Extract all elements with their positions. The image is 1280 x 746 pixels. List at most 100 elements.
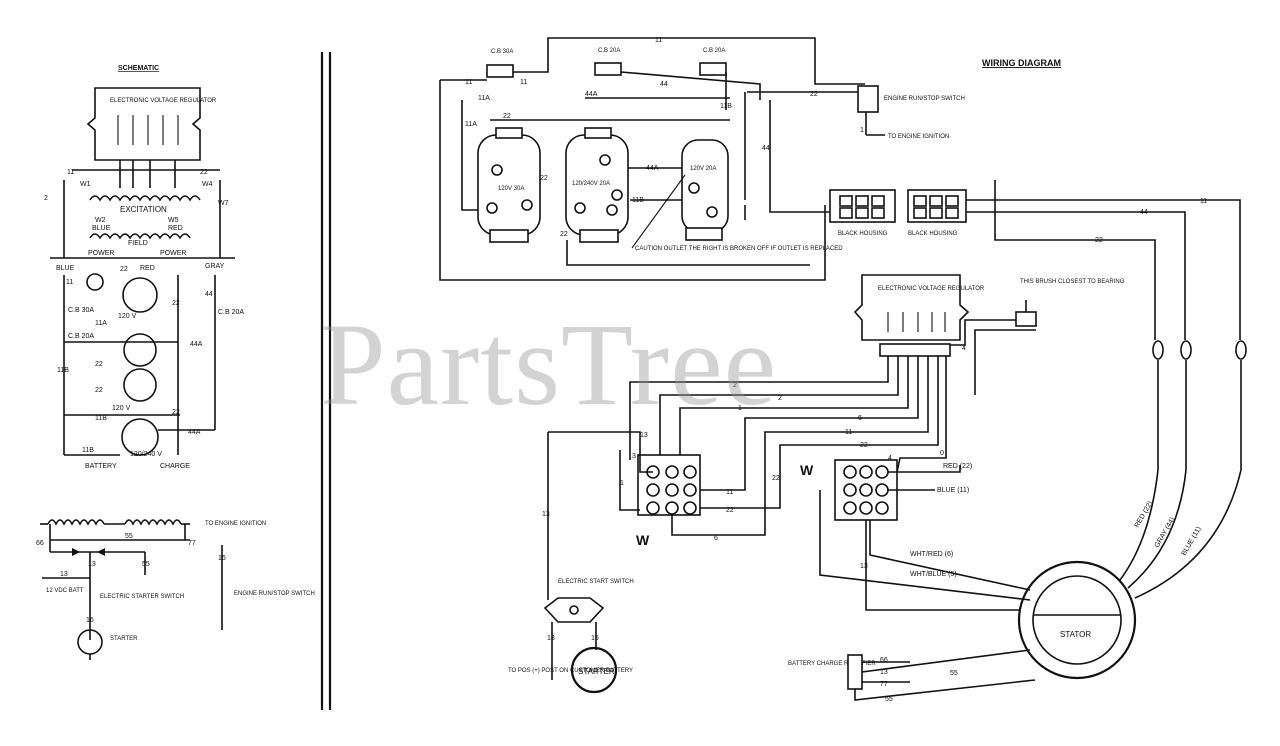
- wire-label: 6: [858, 415, 862, 422]
- wire-label: 13: [542, 511, 550, 518]
- wire-label: 3: [632, 453, 636, 460]
- wire-label: 11: [520, 79, 527, 86]
- cb-label: C.B 30A: [491, 49, 513, 55]
- schematic-gray-label: GRAY: [205, 263, 225, 270]
- wire-label: 16: [86, 617, 94, 624]
- wire-label: 11: [845, 429, 852, 436]
- schematic-cb-20a-left: C.B 20A: [68, 333, 94, 340]
- wire-label: 22: [172, 409, 180, 416]
- schematic-battery-label: BATTERY: [85, 463, 117, 470]
- wire-label: 11: [465, 79, 472, 86]
- housing-label: BLACK HOUSING: [908, 231, 958, 237]
- brush-note: THIS BRUSH CLOSEST TO BEARING: [1020, 279, 1125, 285]
- wire-label: 11B: [57, 367, 69, 374]
- wire-label: 13: [60, 571, 68, 578]
- wire-label: 22: [772, 475, 780, 482]
- wire-label: 44: [205, 291, 213, 298]
- stator: STATOR: [1017, 560, 1137, 680]
- schematic-outlet-20a-bottom-icon: [123, 368, 157, 402]
- wire-label: 22: [1095, 237, 1103, 244]
- schematic-regulator-module: [86, 87, 201, 161]
- starter-motor: STARTER: [570, 646, 618, 694]
- circuit-breaker-3: C.B 20A: [699, 48, 727, 76]
- wire-label: 11A: [478, 95, 490, 102]
- black-housing-right: BLACK HOUSING: [907, 189, 967, 237]
- caution-note: CAUTION OUTLET THE RIGHT IS BROKEN OFF I…: [635, 246, 843, 252]
- electronic-voltage-regulator: ELECTRONIC VOLTAGE REGULATOR: [853, 274, 985, 357]
- receptacle-label: 120V 20A: [690, 166, 716, 172]
- wire-label: 77: [880, 681, 888, 688]
- wire-label: 11: [655, 37, 662, 44]
- wire-label: 22: [95, 361, 103, 368]
- wire-label: 22: [120, 266, 128, 273]
- electric-start-switch: ELECTRIC START SWITCH: [543, 579, 634, 623]
- wire-label: 16: [591, 635, 599, 642]
- wire-label: 0: [940, 450, 944, 457]
- receptacle-label: 120/240V 20A: [572, 181, 610, 187]
- schematic-outlet-20a-top-icon: [123, 333, 157, 367]
- wire-label: 22: [726, 507, 734, 514]
- wire-label: 22: [200, 169, 208, 176]
- diode-icon: [72, 548, 80, 556]
- brush-assembly: THIS BRUSH CLOSEST TO BEARING: [950, 279, 1125, 395]
- schematic-field-label: FIELD: [128, 240, 148, 247]
- wire-label: 66: [36, 540, 44, 547]
- wire-label: 11B: [82, 447, 94, 454]
- connector-w-label: W: [636, 532, 650, 548]
- schematic-excitation-label: EXCITATION: [120, 205, 167, 214]
- wire-label: 44A: [188, 429, 201, 436]
- wire-label: 1: [738, 405, 742, 412]
- wire-label: 44: [660, 81, 668, 88]
- wire-label: 11: [726, 489, 733, 496]
- start-switch-label: ELECTRIC START SWITCH: [558, 579, 634, 585]
- wire-label: 11A: [465, 121, 477, 128]
- black-housing-left: BLACK HOUSING: [829, 189, 896, 237]
- wire-label: 11: [1200, 198, 1207, 205]
- wire-label: 2: [778, 395, 782, 402]
- starter-label: STARTER: [578, 667, 615, 676]
- wire-label: 2: [44, 195, 48, 202]
- wire-color-label: WHT/BLUE (5): [910, 571, 957, 578]
- connector-plug-left: W: [636, 454, 701, 548]
- wire-label: 77: [188, 540, 196, 547]
- circuit-breaker-2: C.B 20A: [594, 48, 622, 76]
- wiring-title: WIRING DIAGRAM: [982, 58, 1061, 68]
- schematic-cb-30a: C.B 30A: [68, 307, 94, 314]
- wire-label: 11: [67, 169, 74, 176]
- wire-color-label: BLUE (11): [937, 487, 969, 494]
- rectifier-label: BATTERY CHARGE RECTIFIER: [788, 661, 876, 667]
- wire-label: 55: [950, 670, 958, 677]
- battery-post-note: TO POS (+) POST ON CUSTOMER BATTERY: [508, 668, 633, 674]
- schematic-starter-label: STARTER: [110, 636, 138, 642]
- wire-label: 44A: [190, 341, 203, 348]
- wire-label: 22: [540, 175, 548, 182]
- receptacle-120v-30a: 120V 30A: [477, 127, 541, 243]
- wire-label: 11B: [720, 103, 732, 110]
- schematic-red-label-2: RED: [140, 265, 155, 272]
- wire-label: 11B: [632, 197, 644, 204]
- wire-label: 6: [714, 535, 718, 542]
- wire-label: 22: [172, 300, 180, 307]
- wire-label: 1: [620, 480, 624, 487]
- schematic-w1-label: W1: [80, 181, 91, 188]
- cb-label: C.B 20A: [703, 48, 725, 54]
- schematic-blue-label: BLUE: [92, 225, 111, 232]
- schematic-w4-label: W4: [202, 181, 213, 188]
- wire-label: 15: [218, 555, 226, 562]
- schematic-battery-voltage: 12 VDC BATT: [46, 588, 84, 594]
- wire-label: 22: [560, 231, 568, 238]
- lead-terminal-icon: [1180, 340, 1192, 360]
- schematic-red-label: RED: [168, 225, 183, 232]
- schematic-cb-20a-right: C.B 20A: [218, 309, 244, 316]
- schematic-to-ignition-label: TO ENGINE IGNITION: [205, 521, 266, 527]
- schematic-120v-label-1: 120 V: [118, 313, 137, 320]
- wiring-section: WIRING DIAGRAM C.B 30A C.B 20A C.B 20A 1: [439, 37, 1247, 703]
- circuit-breaker-1: C.B 30A: [486, 49, 514, 78]
- battery-charge-rectifier: BATTERY CHARGE RECTIFIER 66 13 77 55 55: [788, 649, 1036, 703]
- lead-terminal-icon: [1235, 340, 1247, 360]
- wire-label: 55: [125, 533, 133, 540]
- stator-lead-red: RED (22): [1134, 500, 1155, 529]
- schematic-power-label-2: POWER: [160, 250, 186, 257]
